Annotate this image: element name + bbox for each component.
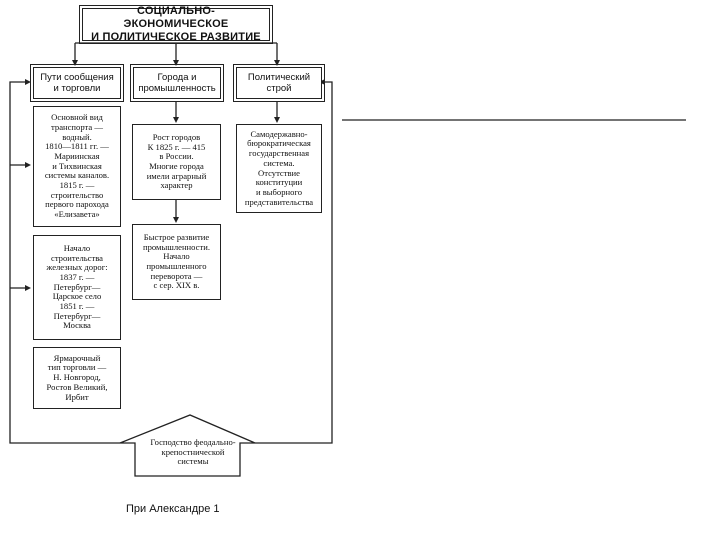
column-header-cities: Города и промышленность [130, 64, 224, 102]
connector-left-loop [9, 81, 120, 444]
arrowhead-col2 [173, 60, 179, 66]
arrowhead-politics-1 [274, 117, 280, 123]
transport-box-water-text: Основной вид транспорта — водный. 1810—1… [44, 112, 110, 220]
column-header-politics: Политический строй [233, 64, 325, 102]
cities-box-industry-text: Быстрое развитие промышленности. Начало … [143, 231, 210, 291]
transport-box-fairs-text: Ярмарочный тип торговли — Н. Новгород, Р… [46, 352, 108, 402]
column-header-cities-text: Города и промышленность [138, 71, 216, 94]
arrowhead-cities-1 [173, 117, 179, 123]
diagram-title-text: СОЦИАЛЬНО-ЭКОНОМИЧЕСКОЕ И ПОЛИТИЧЕСКОЕ Р… [91, 4, 261, 44]
column-header-transport-text: Пути сообщения и торговли [40, 71, 114, 94]
bottom-arrow-shape [119, 414, 256, 477]
transport-box-railways: Начало строительства железных дорог: 183… [33, 235, 121, 340]
arrowhead-right-1 [319, 79, 325, 85]
connector-right-loop [255, 81, 333, 444]
diagram-title: СОЦИАЛЬНО-ЭКОНОМИЧЕСКОЕ И ПОЛИТИЧЕСКОЕ Р… [79, 5, 273, 44]
column-header-transport: Пути сообщения и торговли [30, 64, 124, 102]
bottom-label: Господство феодально- крепостнической си… [150, 437, 236, 467]
transport-box-fairs: Ярмарочный тип торговли — Н. Новгород, Р… [33, 347, 121, 409]
column-header-politics-text: Политический строй [247, 71, 311, 94]
caption: При Александре 1 [126, 503, 220, 515]
transport-box-water: Основной вид транспорта — водный. 1810—1… [33, 106, 121, 227]
politics-box-autocracy-text: Самодержавно- бюрократическая государств… [244, 128, 314, 207]
cities-box-growth: Рост городов К 1825 г. — 415 в России. М… [132, 124, 221, 200]
politics-box-autocracy: Самодержавно- бюрократическая государств… [236, 124, 322, 213]
cities-box-industry: Быстрое развитие промышленности. Начало … [132, 224, 221, 300]
cities-box-growth-text: Рост городов К 1825 г. — 415 в России. М… [146, 131, 207, 191]
transport-box-railways-text: Начало строительства железных дорог: 183… [46, 242, 108, 331]
arrowhead-col3 [274, 60, 280, 66]
arrowhead-col1 [72, 60, 78, 66]
arrowhead-left-3 [25, 285, 31, 291]
arrowhead-left-1 [25, 79, 31, 85]
arrowhead-cities-2 [173, 217, 179, 223]
arrowhead-left-2 [25, 162, 31, 168]
